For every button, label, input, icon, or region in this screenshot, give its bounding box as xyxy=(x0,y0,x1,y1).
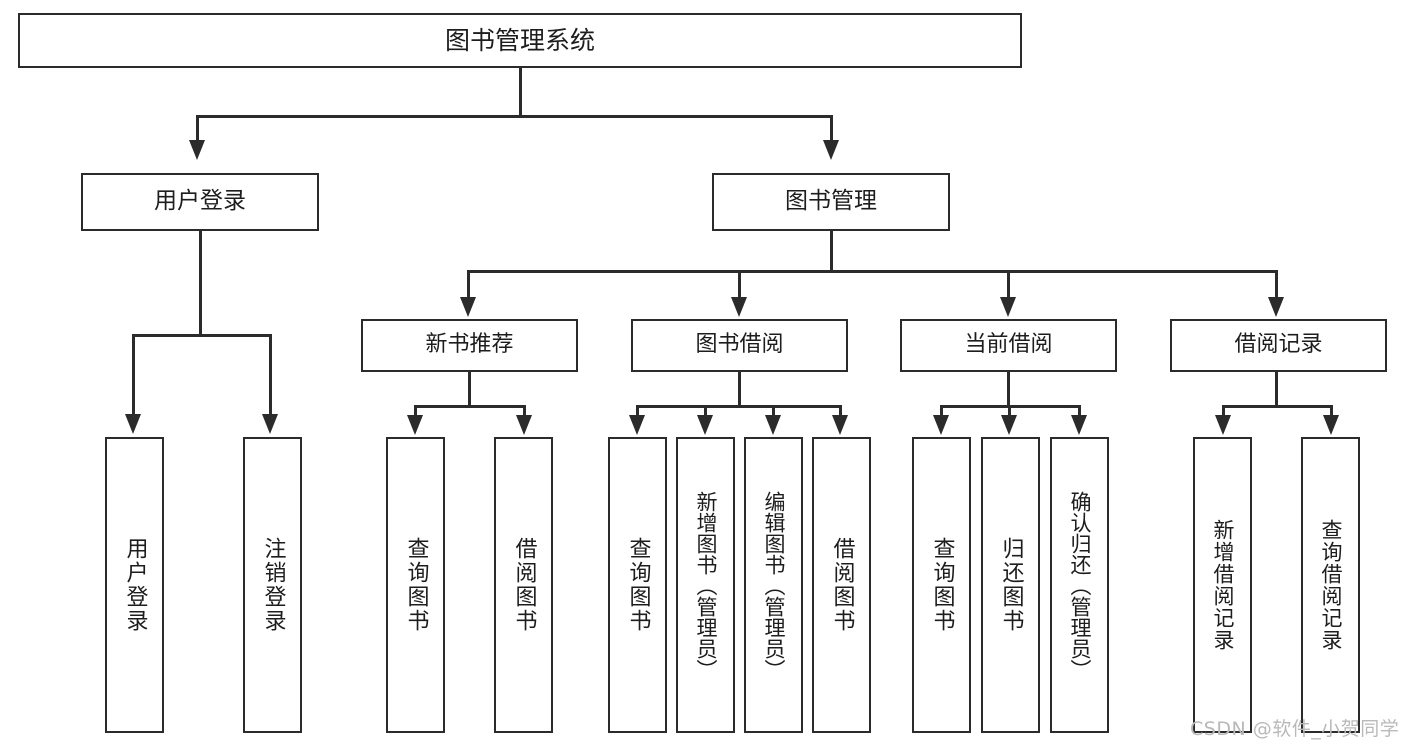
node-leaf-query-book-1[interactable]: 查询图书 xyxy=(386,437,445,733)
connector-book-manage-to-book-borrow xyxy=(738,270,741,300)
node-leaf-query-record-label: 查询借阅记录 xyxy=(1319,519,1343,651)
node-root[interactable]: 图书管理系统 xyxy=(18,13,1022,68)
connector-borrow-record-to-leaf-1 xyxy=(1222,405,1225,419)
arrow-user-login-to-leaf-1 xyxy=(125,414,141,434)
connector-book-borrow-to-leaf-1 xyxy=(636,405,639,419)
connector-user-login-stem xyxy=(199,231,202,336)
connector-current-borrow-to-leaf-1 xyxy=(940,405,943,419)
arrow-current-borrow-to-leaf-2 xyxy=(1001,415,1017,435)
node-leaf-logout-label: 注销登录 xyxy=(260,537,286,633)
arrow-borrow-record-to-leaf-1 xyxy=(1215,415,1231,435)
csdn-watermark: CSDN @软件_小贺同学 xyxy=(1190,718,1400,740)
arrow-borrow-record-to-leaf-2 xyxy=(1323,415,1339,435)
connector-new-book-rec-to-leaf-2 xyxy=(523,405,526,419)
arrow-book-borrow-to-leaf-3 xyxy=(765,415,781,435)
node-book-borrow[interactable]: 图书借阅 xyxy=(631,319,848,372)
node-borrow-record-label: 借阅记录 xyxy=(1234,332,1323,358)
connector-root-to-user-login xyxy=(196,115,199,143)
node-leaf-add-record-label: 新增借阅记录 xyxy=(1211,519,1235,651)
node-user-login-label: 用户登录 xyxy=(154,188,246,215)
connector-new-book-rec-stem xyxy=(468,372,471,407)
node-user-login[interactable]: 用户登录 xyxy=(81,173,319,231)
arrow-root-to-book-manage xyxy=(823,140,839,160)
node-leaf-add-book-label: 新增图书（管理员） xyxy=(694,490,718,680)
arrow-new-book-rec-to-leaf-2 xyxy=(516,415,532,435)
node-leaf-borrow-book-2[interactable]: 借阅图书 xyxy=(812,437,871,733)
connector-root-bus xyxy=(196,115,833,118)
connector-borrow-record-stem xyxy=(1275,372,1278,407)
connector-book-manage-stem xyxy=(830,231,833,272)
connector-new-book-rec-to-leaf-1 xyxy=(414,405,417,419)
connector-user-login-bus xyxy=(132,334,271,337)
connector-root-stem xyxy=(519,68,522,117)
node-root-label: 图书管理系统 xyxy=(444,25,595,55)
node-leaf-query-book-3-label: 查询图书 xyxy=(929,537,955,633)
connector-user-login-to-leaf-2 xyxy=(269,334,272,418)
node-leaf-edit-book[interactable]: 编辑图书（管理员） xyxy=(744,437,803,733)
node-leaf-query-record[interactable]: 查询借阅记录 xyxy=(1301,437,1360,733)
connector-borrow-record-to-leaf-2 xyxy=(1330,405,1333,419)
connector-book-borrow-to-leaf-2 xyxy=(704,405,707,419)
arrow-book-manage-to-new-book-rec xyxy=(460,297,476,317)
arrow-book-manage-to-book-borrow xyxy=(731,297,747,317)
node-leaf-return-book[interactable]: 归还图书 xyxy=(981,437,1040,733)
node-leaf-user-login[interactable]: 用户登录 xyxy=(105,437,164,733)
connector-book-manage-to-borrow-record xyxy=(1275,270,1278,300)
node-leaf-add-record[interactable]: 新增借阅记录 xyxy=(1193,437,1252,733)
arrow-book-manage-to-borrow-record xyxy=(1268,297,1284,317)
connector-book-borrow-to-leaf-3 xyxy=(772,405,775,419)
node-leaf-borrow-book-2-label: 借阅图书 xyxy=(829,537,855,633)
node-leaf-confirm-return-label: 确认归还（管理员） xyxy=(1068,490,1092,680)
arrow-user-login-to-leaf-2 xyxy=(262,414,278,434)
node-leaf-logout[interactable]: 注销登录 xyxy=(243,437,302,733)
node-leaf-query-book-1-label: 查询图书 xyxy=(403,537,429,633)
node-new-book-rec-label: 新书推荐 xyxy=(425,332,514,358)
connector-book-manage-bus xyxy=(467,270,1278,273)
arrow-book-borrow-to-leaf-1 xyxy=(629,415,645,435)
arrow-current-borrow-to-leaf-3 xyxy=(1071,415,1087,435)
node-leaf-query-book-2-label: 查询图书 xyxy=(625,537,651,633)
arrow-current-borrow-to-leaf-1 xyxy=(933,415,949,435)
node-borrow-record[interactable]: 借阅记录 xyxy=(1170,319,1387,372)
node-new-book-rec[interactable]: 新书推荐 xyxy=(361,319,578,372)
node-leaf-add-book[interactable]: 新增图书（管理员） xyxy=(676,437,735,733)
connector-current-borrow-stem xyxy=(1007,372,1010,407)
connector-current-borrow-to-leaf-3 xyxy=(1078,405,1081,419)
connector-user-login-to-leaf-1 xyxy=(132,334,135,418)
connector-book-manage-to-current-borrow xyxy=(1007,270,1010,300)
connector-borrow-record-bus xyxy=(1222,405,1333,408)
connector-root-to-book-manage xyxy=(830,115,833,143)
node-leaf-query-book-2[interactable]: 查询图书 xyxy=(608,437,667,733)
arrow-new-book-rec-to-leaf-1 xyxy=(407,415,423,435)
node-leaf-borrow-book-1-label: 借阅图书 xyxy=(511,537,537,633)
node-book-manage[interactable]: 图书管理 xyxy=(712,173,950,231)
node-leaf-user-login-label: 用户登录 xyxy=(122,537,148,633)
node-leaf-query-book-3[interactable]: 查询图书 xyxy=(912,437,971,733)
node-leaf-borrow-book-1[interactable]: 借阅图书 xyxy=(494,437,553,733)
arrow-book-manage-to-current-borrow xyxy=(1000,297,1016,317)
node-leaf-confirm-return[interactable]: 确认归还（管理员） xyxy=(1050,437,1109,733)
arrow-book-borrow-to-leaf-2 xyxy=(697,415,713,435)
connector-book-borrow-bus xyxy=(636,405,842,408)
arrow-root-to-user-login xyxy=(189,140,205,160)
node-current-borrow-label: 当前借阅 xyxy=(964,332,1053,358)
node-current-borrow[interactable]: 当前借阅 xyxy=(900,319,1117,372)
node-leaf-edit-book-label: 编辑图书（管理员） xyxy=(762,490,786,680)
connector-new-book-rec-bus xyxy=(414,405,526,408)
node-leaf-return-book-label: 归还图书 xyxy=(998,537,1024,633)
connector-book-manage-to-new-book-rec xyxy=(467,270,470,300)
node-book-borrow-label: 图书借阅 xyxy=(695,332,784,358)
connector-book-borrow-to-leaf-4 xyxy=(839,405,842,419)
connector-current-borrow-to-leaf-2 xyxy=(1008,405,1011,419)
node-book-manage-label: 图书管理 xyxy=(785,188,877,215)
arrow-book-borrow-to-leaf-4 xyxy=(832,415,848,435)
connector-book-borrow-stem xyxy=(738,372,741,407)
